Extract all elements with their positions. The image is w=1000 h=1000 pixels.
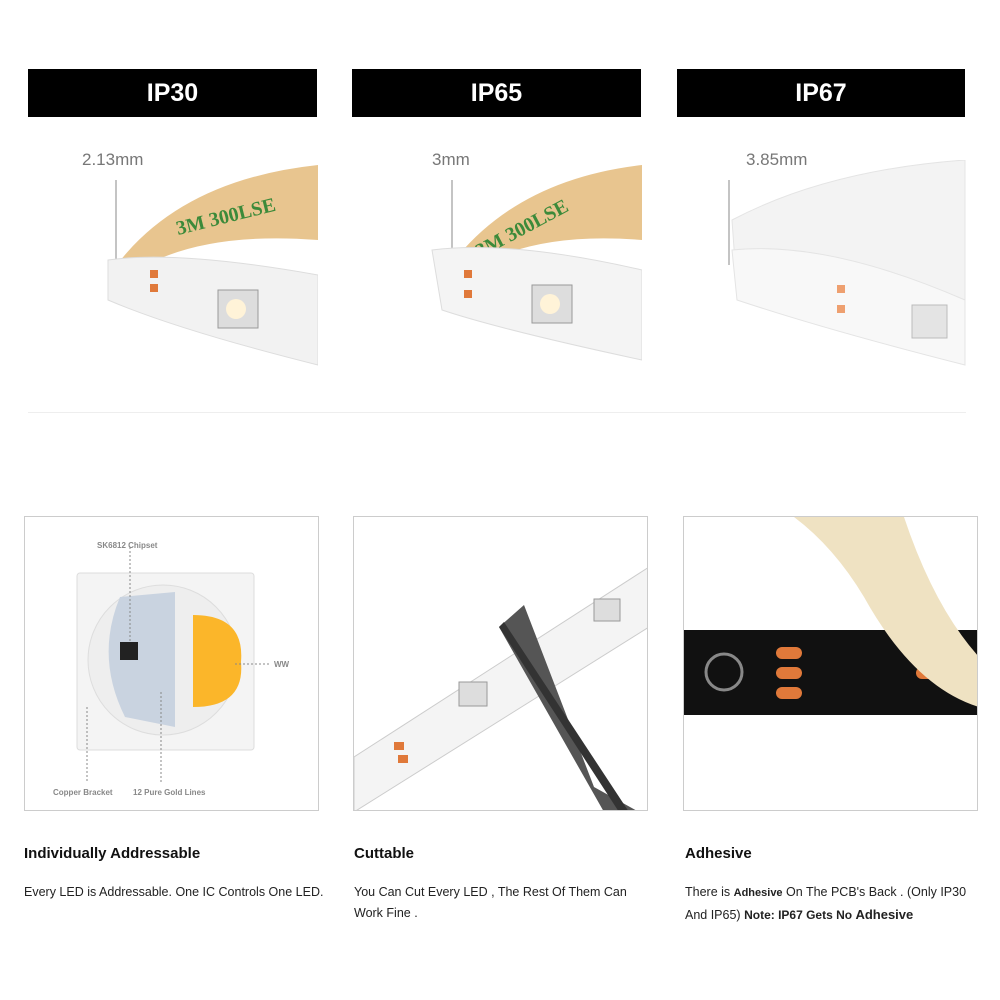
title-cuttable: Cuttable	[354, 845, 414, 862]
led-chip-diagram	[76, 547, 270, 782]
thickness-ip67: 3.85mm	[746, 150, 808, 169]
header-ip30: IP30	[28, 69, 317, 117]
desc-adhesive: There is Adhesive On The PCB's Back . (O…	[685, 882, 975, 926]
panel-cuttable	[353, 516, 648, 811]
ip30-strip-image: 3M 300LSE	[107, 165, 318, 366]
gold-lines-label: 12 Pure Gold Lines	[133, 788, 206, 797]
adhesive-strip-image	[684, 517, 977, 715]
cut-strip-image	[354, 567, 647, 810]
panel-adhesive	[683, 516, 978, 811]
thickness-ip65: 3mm	[432, 150, 470, 169]
header-ip67: IP67	[677, 69, 965, 117]
chipset-label: SK6812 Chipset	[97, 541, 158, 550]
desc-addressable: Every LED is Addressable. One IC Control…	[24, 885, 324, 899]
desc-adhesive-word: Adhesive	[733, 887, 783, 899]
header-ip65: IP65	[352, 69, 641, 117]
desc-text: There is	[685, 885, 734, 899]
ip65-strip-image: 3M 300LSE	[431, 165, 642, 361]
desc-cuttable: You Can Cut Every LED , The Rest Of Them…	[354, 885, 627, 920]
desc-text: On The PCB's Back . (Only IP30 And IP65)	[685, 885, 967, 922]
ip67-strip-image	[728, 160, 966, 366]
note-adhesive-word: Adhesive	[855, 907, 914, 922]
section-divider	[28, 412, 966, 413]
title-addressable: Individually Addressable	[24, 845, 201, 862]
thickness-ip30: 2.13mm	[82, 150, 144, 169]
ww-label: WW	[274, 660, 290, 669]
copper-bracket-label: Copper Bracket	[53, 788, 113, 797]
title-adhesive: Adhesive	[685, 845, 752, 862]
note-text: Note: IP67 Gets No	[744, 908, 856, 922]
panel-led-chip: SK6812 Chipset WW Copper Bracket 12 Pure…	[24, 516, 319, 811]
